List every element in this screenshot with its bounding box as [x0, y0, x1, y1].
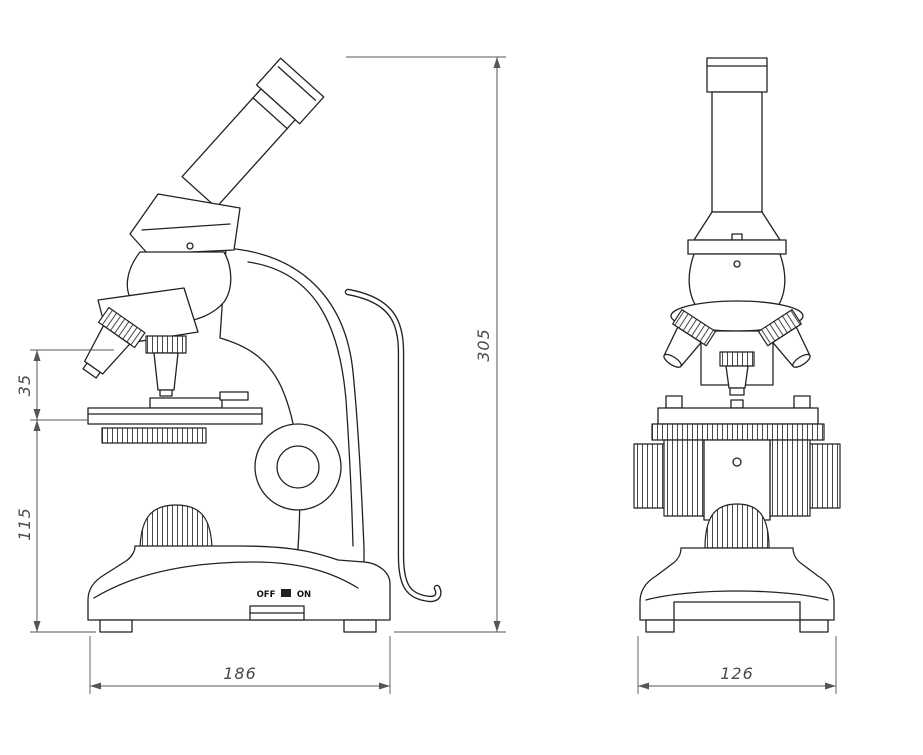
objective-left — [663, 309, 717, 368]
objective-right — [757, 309, 811, 368]
fine-focus-knob — [276, 445, 320, 489]
fine-knob-right — [809, 443, 841, 509]
fine-knob-left — [633, 443, 665, 509]
dim-label-186: 186 — [223, 664, 257, 683]
focus-knob — [254, 423, 342, 511]
diaphragm-wheel — [101, 427, 207, 444]
head-screw — [186, 242, 194, 250]
objective-tip — [159, 389, 173, 397]
body-screw — [733, 260, 741, 268]
stage-screw-left — [665, 395, 683, 409]
dim-label-35: 35 — [15, 374, 34, 396]
stage-plate — [87, 407, 263, 425]
column-screw — [732, 457, 742, 467]
dimension-front-base-width: 126 — [637, 636, 837, 694]
nosepiece-front — [663, 300, 811, 396]
dimension-side-base-width: 186 — [89, 636, 391, 694]
tube-body — [711, 91, 763, 213]
stage-plate — [657, 407, 819, 425]
objective-collar — [145, 335, 187, 354]
body-front — [688, 253, 786, 309]
base-recess — [673, 601, 801, 621]
illuminator-dome — [139, 504, 213, 553]
side-view: OFF ON — [82, 57, 442, 633]
base: OFF ON — [87, 545, 391, 633]
foot-right — [343, 619, 377, 633]
stage-front — [651, 395, 825, 441]
dimension-stage-to-base: 115 — [15, 420, 96, 633]
dim-label-305: 305 — [474, 328, 493, 362]
prism-head — [129, 193, 241, 255]
coarse-knob-right — [769, 439, 811, 517]
switch-on-label: ON — [297, 590, 311, 600]
coarse-knob-left — [663, 439, 705, 517]
stage-screw-right — [793, 395, 811, 409]
front-view — [633, 57, 841, 633]
tube-body — [181, 88, 296, 209]
stage-screw-center — [730, 399, 744, 409]
foot-left — [99, 619, 133, 633]
illuminator-dome-front — [704, 503, 770, 549]
stage-ribbed-band — [651, 423, 825, 441]
dimension-overall-height: 305 — [346, 56, 506, 633]
stage-clip — [149, 397, 223, 409]
head-band — [687, 239, 787, 255]
base-front — [639, 547, 835, 633]
objective-center — [719, 351, 755, 396]
foot-right — [799, 619, 829, 633]
switch-symbol — [281, 589, 291, 597]
stage-knob — [219, 391, 249, 401]
head-screw — [731, 233, 743, 241]
stage — [87, 391, 263, 444]
eyepiece-tube-front — [687, 57, 787, 255]
dim-label-126: 126 — [720, 664, 754, 683]
eyepiece-cap — [706, 57, 768, 93]
switch-off-label: OFF — [257, 590, 276, 600]
dim-label-115: 115 — [15, 507, 34, 541]
power-cord — [344, 288, 442, 603]
objective-tip — [82, 362, 101, 379]
arm — [219, 247, 365, 563]
eyepiece-tube — [181, 57, 325, 209]
objective-vertical — [145, 335, 187, 397]
foot-left — [645, 619, 675, 633]
